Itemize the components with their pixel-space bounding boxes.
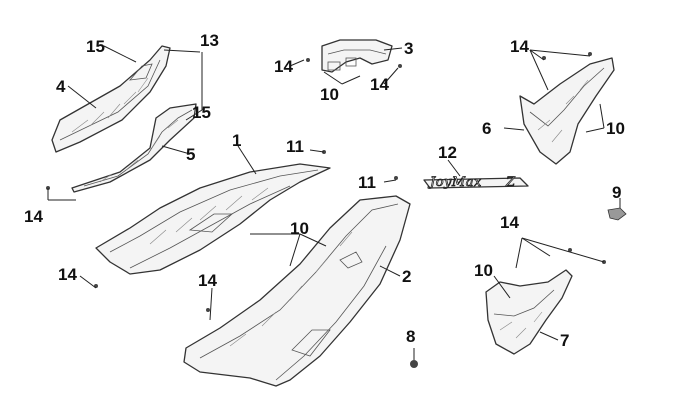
part-1-rear-cover	[95, 163, 331, 275]
callout-2: 2	[402, 267, 411, 286]
callout-14-top-far-right: 14	[510, 37, 529, 56]
emblem-mark: Z	[505, 175, 516, 190]
leader-lines	[47, 45, 605, 341]
part-3-inner-cover	[321, 39, 393, 73]
callout-12: 12	[438, 143, 457, 162]
callout-11-left: 11	[286, 137, 304, 156]
callout-15-right: 15	[192, 103, 211, 122]
part-5-side-strip	[71, 103, 197, 193]
callout-15-top: 15	[86, 37, 105, 56]
part-2-lower-cover	[183, 195, 411, 387]
part-8-screw	[410, 348, 418, 368]
callout-1: 1	[232, 131, 241, 150]
fastener-dots	[46, 52, 606, 312]
callout-13: 13	[200, 31, 219, 50]
callout-14-lower-left: 14	[58, 265, 77, 284]
callout-3: 3	[404, 39, 413, 58]
callout-10-lower: 10	[474, 261, 493, 280]
callout-5: 5	[186, 145, 195, 164]
callout-14-right: 14	[500, 213, 519, 232]
callout-14-left: 14	[24, 207, 43, 226]
part-4-side-cover	[51, 45, 171, 153]
part-6-upper-right-cover	[519, 57, 615, 165]
callout-14-top-left: 14	[274, 57, 293, 76]
callout-8: 8	[406, 327, 415, 346]
part-12-emblem: JoyMax Z	[423, 175, 529, 190]
callout-10-right: 10	[606, 119, 625, 138]
callout-14-top-right: 14	[370, 75, 389, 94]
callout-9: 9	[612, 183, 621, 202]
callout-14-center: 14	[198, 271, 217, 290]
callout-10-top: 10	[320, 85, 339, 104]
emblem-text: JoyMax	[427, 175, 482, 190]
callout-10-center: 10	[290, 219, 309, 238]
part-9-clip	[607, 198, 627, 221]
callout-6: 6	[482, 119, 491, 138]
part-7-lower-right-cover	[485, 269, 573, 355]
callout-4: 4	[56, 77, 66, 96]
callout-7: 7	[560, 331, 569, 350]
callout-labels: 15 4 13 15 5 14 1 11 3 14 14 10 12 11 10…	[24, 31, 625, 350]
callout-11-right: 11	[358, 173, 376, 192]
